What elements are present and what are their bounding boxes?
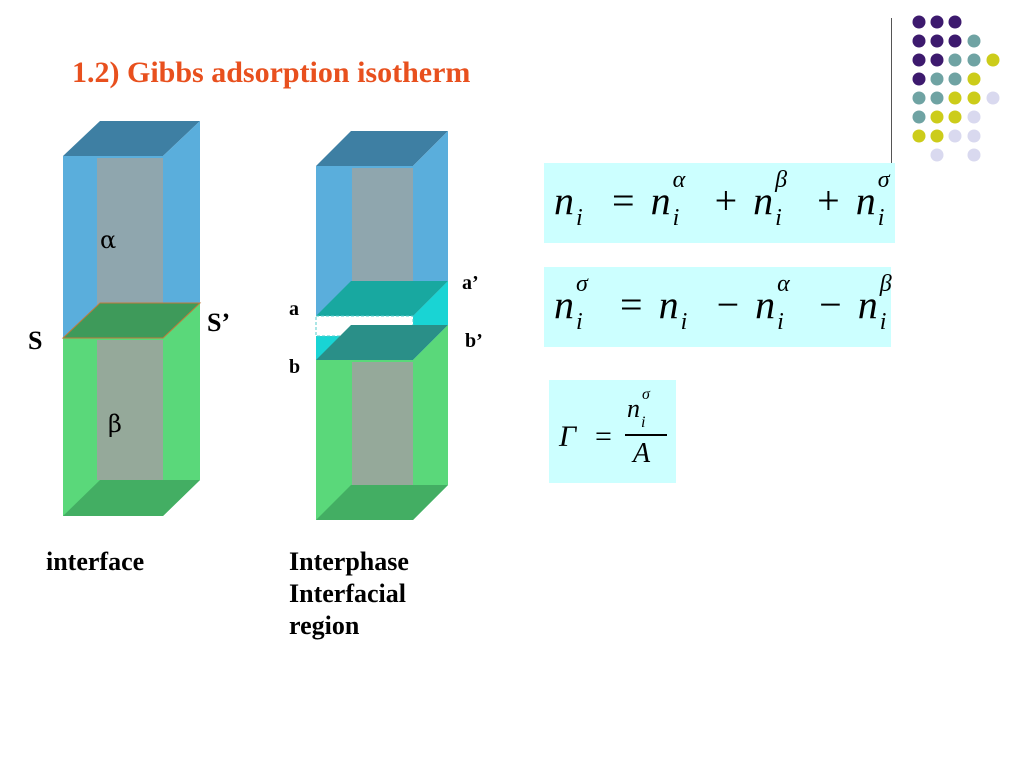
interphase-caption-line2: Interfacial [289,579,406,608]
eq2-minus-1: − [716,282,740,327]
interphase-diagram [315,131,448,520]
eq3-fraction-bar [625,434,667,436]
interphase-caption-line1: Interphase [289,547,409,576]
interphase-top-plane-a [316,281,448,316]
eq2-equals: = [620,282,643,327]
alpha-side-face [163,121,200,338]
eq1-plus-2: + [817,178,840,223]
interface-diagram [61,121,202,516]
plane-b-prime-label: b’ [465,330,483,352]
eq3-denominator: A [633,438,651,469]
slide-title: 1.2) Gibbs adsorption isotherm [72,56,471,89]
eq1-equals: = [612,178,635,223]
alpha-phase-label: α [100,226,117,254]
lower-bottom-face [316,485,448,520]
interface-plane [61,302,202,339]
plane-b-label: b [289,356,301,378]
beta-inner-column [97,340,163,480]
plane-a-prime-label: a’ [462,272,479,294]
eq1-plus-1: + [714,178,738,223]
interphase-caption: Interphase Interfacial region [289,546,409,642]
interphase-bottom-plane-b [316,325,448,360]
upper-top-face [316,131,448,166]
dots [912,15,1000,162]
decorative-dot-grid [912,15,1000,162]
upper-side-face [413,131,448,316]
beta-bottom-face [63,480,200,516]
decorative-divider [891,18,892,163]
interface-caption: interface [46,547,145,576]
surface-s-label: S [28,326,43,355]
eq2-minus-2: − [819,282,842,327]
beta-side-face [163,303,200,516]
eq3-equals: = [595,420,612,453]
lower-side-face [413,325,448,520]
surface-s-prime-label: S’ [207,308,231,337]
lower-inner-column [352,362,413,486]
alpha-top-face [63,121,200,156]
beta-phase-label: β [108,410,122,438]
interphase-caption-line3: region [289,611,360,640]
eq3-gamma: Γ [559,420,577,453]
plane-a-label: a [289,298,299,320]
alpha-inner-column [97,158,163,323]
